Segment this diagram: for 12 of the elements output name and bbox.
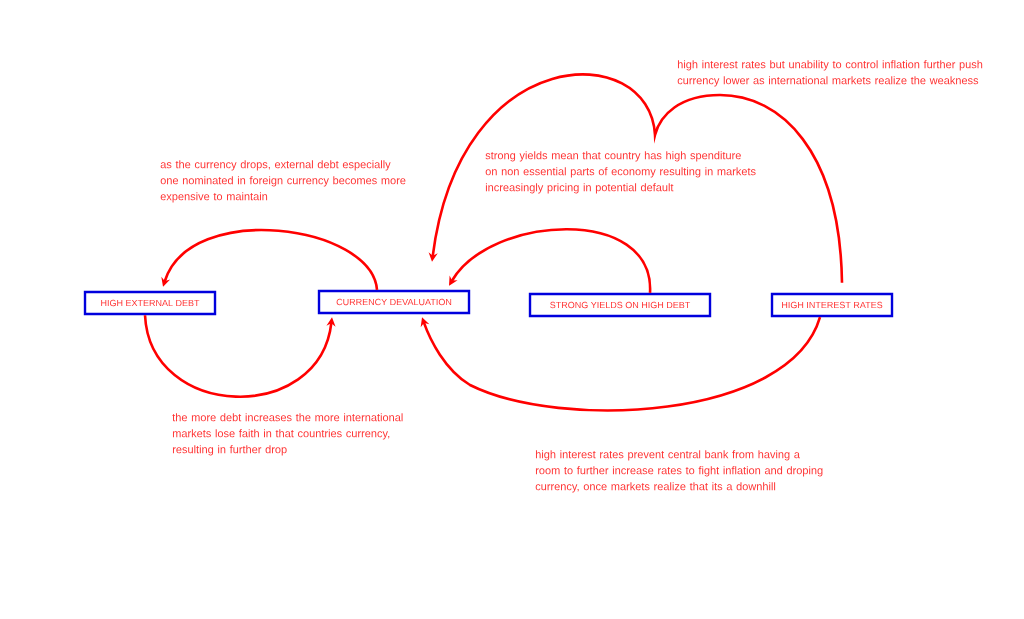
cause-box: STRONG YIELDS ON HIGH DEBT <box>528 292 712 318</box>
cause-box: HIGH EXTERNAL DEBT <box>83 290 217 316</box>
cause-box: HIGH INTEREST RATES <box>770 292 894 318</box>
curved-arrow <box>161 229 379 291</box>
curved-arrow <box>420 316 822 412</box>
edge-label: high interest rates but unability to control inflation further push currency lower as international markets realize the weakness <box>677 60 983 87</box>
edge-label: as the currency drops, external debt especially one nominated in foreign currency becomes more expensive to maintain <box>160 160 406 203</box>
curved-arrow <box>449 227 652 293</box>
edge-label: the more debt increases the more international markets lose faith in that countries currency, resulting in further drop <box>172 413 403 456</box>
cause-box: CURRENCY DEVALUATION <box>317 289 471 315</box>
edge-label: high interest rates prevent central bank from having a room to further increase rates to fight inflation and droping currency, once markets realize that its a downhill <box>535 450 823 493</box>
edge-label: strong yields mean that country has high spenditure on non essential parts of economy resulting in markets increasingly pricing in potential default <box>485 151 756 194</box>
